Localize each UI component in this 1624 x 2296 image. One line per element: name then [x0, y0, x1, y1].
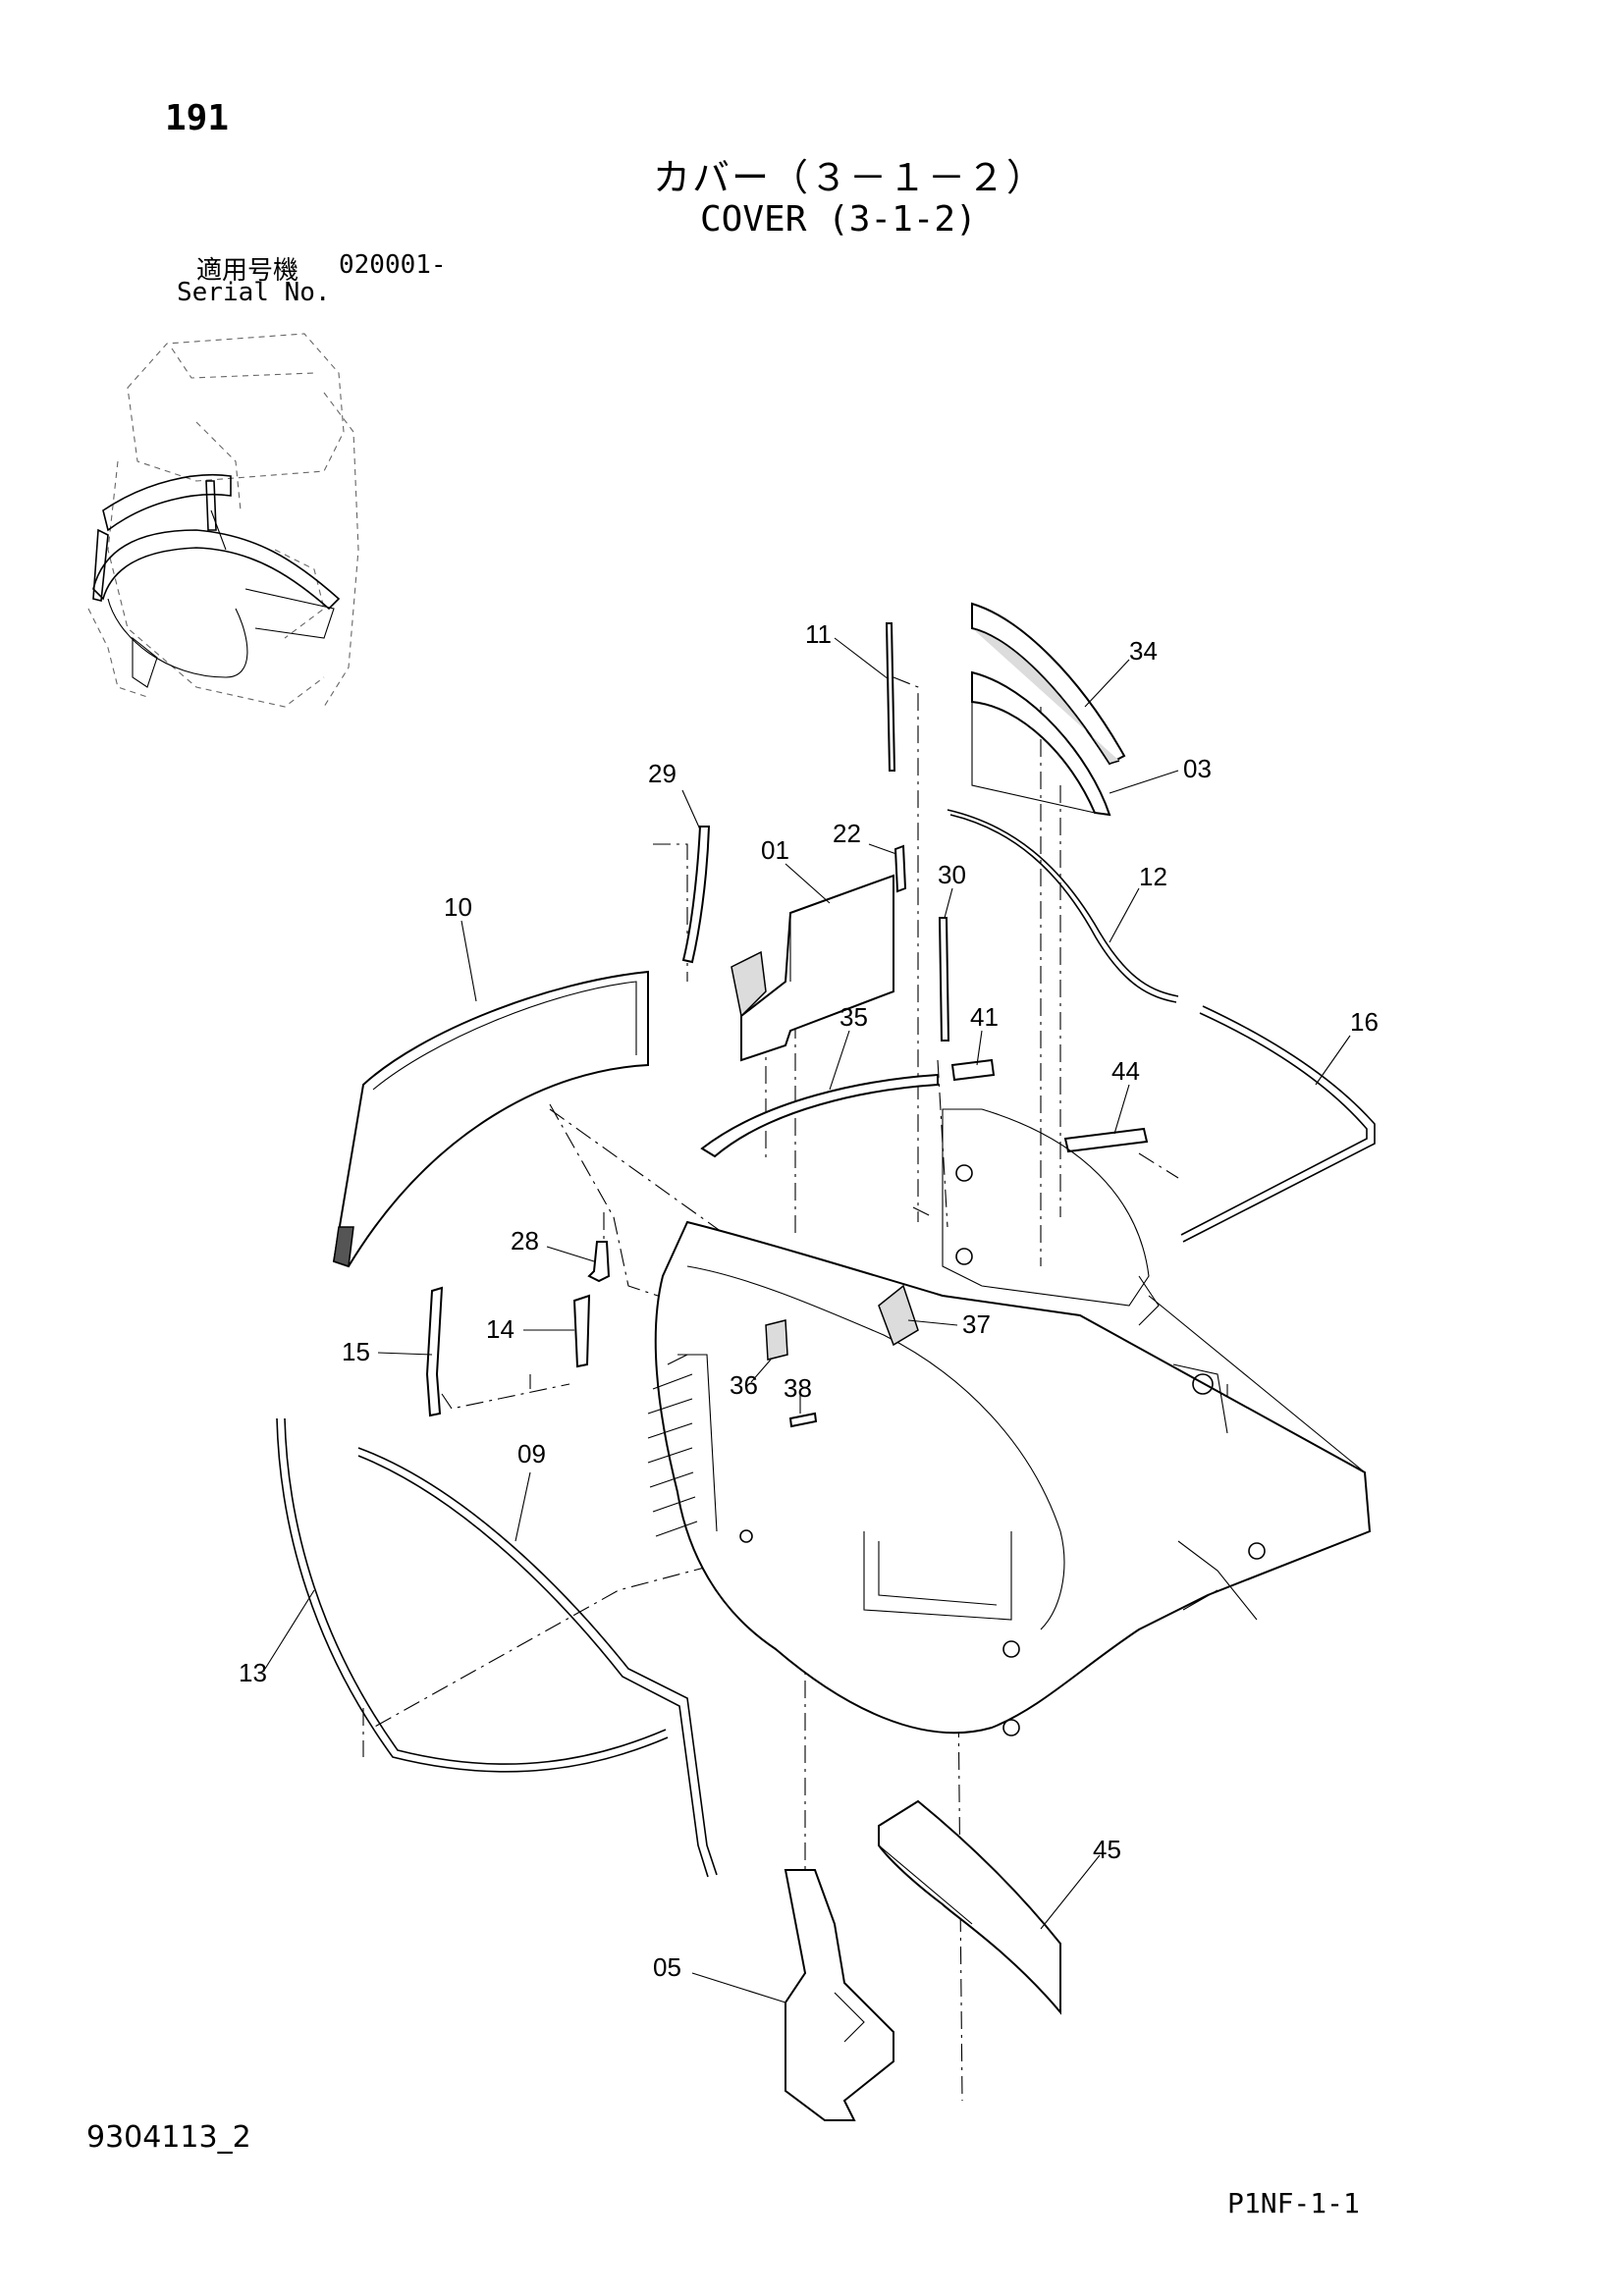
callout-36: 36	[730, 1370, 758, 1400]
serial-label-japanese: 適用号機	[196, 256, 299, 286]
callout-01: 01	[761, 835, 789, 865]
part-09-seal	[357, 1447, 718, 1878]
part-11-strip	[885, 622, 896, 772]
part-13-seal	[276, 1417, 669, 1773]
callout-03: 03	[1183, 754, 1212, 783]
callout-34: 34	[1129, 636, 1158, 666]
callout-30: 30	[938, 860, 966, 889]
callout-16: 16	[1350, 1007, 1379, 1037]
callout-10: 10	[444, 892, 472, 922]
document-code: 9304113_2	[86, 2120, 251, 2155]
leader-lines	[264, 637, 1351, 2003]
callout-44: 44	[1111, 1056, 1140, 1086]
part-01-bracket	[731, 874, 894, 1062]
part-22-clip	[893, 844, 907, 893]
serial-label-english: Serial No.	[177, 278, 331, 307]
callout-35: 35	[839, 1002, 868, 1032]
callout-15: 15	[342, 1337, 370, 1366]
machine-overview-inset	[87, 333, 359, 708]
part-14-hook	[572, 1294, 591, 1368]
callout-14: 14	[486, 1314, 514, 1344]
part-37-block	[878, 1284, 919, 1347]
callout-13: 13	[239, 1658, 267, 1687]
callout-22: 22	[833, 819, 861, 848]
part-34-panel	[971, 602, 1126, 766]
callout-11: 11	[805, 619, 832, 649]
callout-45: 45	[1093, 1835, 1121, 1864]
part-36-block	[765, 1319, 788, 1361]
callout-28: 28	[511, 1226, 539, 1255]
grille	[647, 1354, 698, 1537]
callout-05: 05	[653, 1952, 681, 1982]
callout-09: 09	[517, 1439, 546, 1468]
part-29-strip	[681, 826, 711, 964]
part-16-rod	[1180, 1005, 1376, 1243]
callout-29: 29	[648, 759, 677, 788]
part-44-block	[1063, 1127, 1149, 1153]
callout-41: 41	[970, 1002, 999, 1032]
part-35-strip	[700, 1073, 939, 1158]
callout-38: 38	[784, 1373, 812, 1403]
part-38-pin	[788, 1412, 818, 1428]
title-english: COVER (3-1-2)	[700, 199, 977, 240]
part-30-pin	[938, 917, 950, 1041]
page-number: 191	[165, 98, 230, 138]
callout-12: 12	[1139, 862, 1167, 891]
callout-labels: 11 34 03 29 22 01 30 12 10 35 41 16 44 2…	[239, 619, 1379, 1982]
part-05-panel	[784, 1869, 894, 2121]
part-03-panel	[971, 670, 1111, 817]
serial-value: 020001-	[339, 250, 447, 280]
main-cover-body	[647, 1108, 1372, 1736]
part-10-cover-panel	[332, 970, 649, 1268]
part-15-strip	[425, 1286, 444, 1417]
part-45-panel	[878, 1799, 1061, 2015]
callout-37: 37	[962, 1309, 991, 1339]
part-41-block	[950, 1058, 996, 1082]
page-code: P1NF-1-1	[1227, 2187, 1360, 2219]
title-japanese: カバー（３－１－２）	[653, 156, 1047, 199]
part-28-hook	[587, 1241, 611, 1283]
part-12-rod	[947, 809, 1179, 1003]
